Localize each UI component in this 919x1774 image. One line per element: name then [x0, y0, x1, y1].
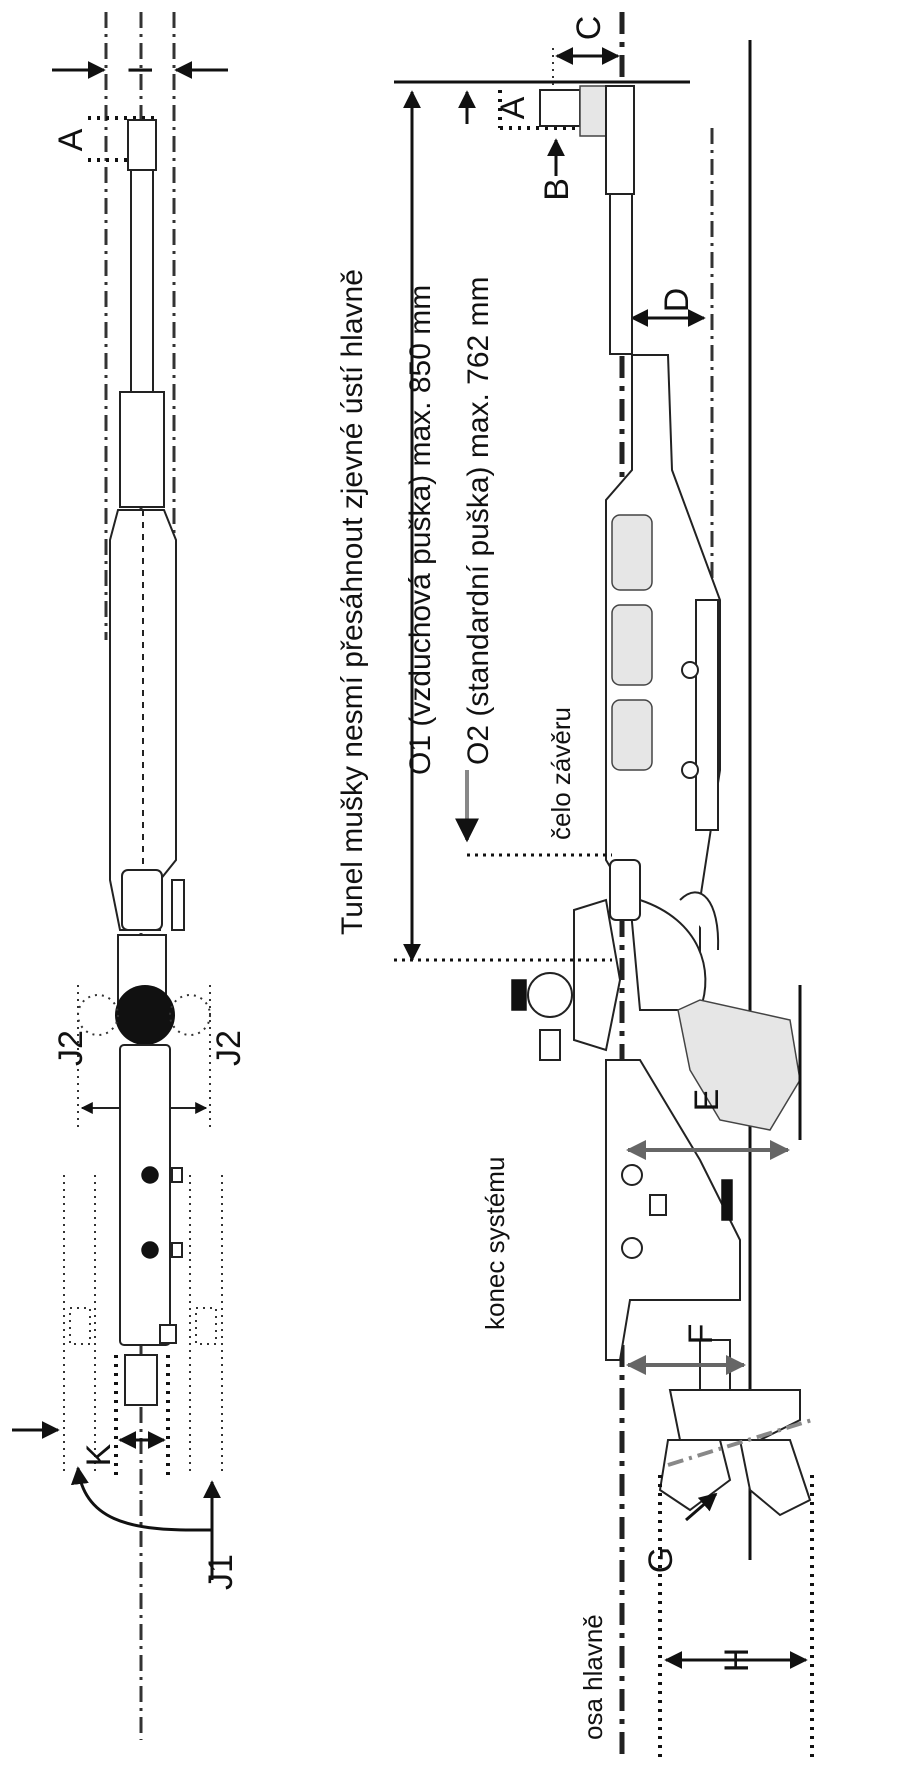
butt-stock: [119, 1044, 171, 1346]
adjust-knob: [141, 1241, 159, 1259]
j1-curved-arrow: [70, 1466, 193, 1532]
butt-plate: [124, 1354, 158, 1406]
rear-sight-base: [573, 898, 622, 1052]
butt-plug: [159, 1324, 177, 1344]
rear-sight-drum: [527, 972, 573, 1018]
label-j2-right: J2: [210, 1030, 248, 1066]
j1-marker-right: [195, 1307, 217, 1345]
label-k: K: [80, 1443, 118, 1466]
o2-label: O2 (standardní puška) max. 762 mm: [462, 276, 495, 765]
adjust-knob: [141, 1166, 159, 1184]
front-sight: [539, 89, 581, 127]
rear-sight-knob-bottom: [539, 1029, 561, 1061]
eyepiece-outline-right: [169, 994, 211, 1036]
label-f: F: [682, 1324, 720, 1345]
barrel-muzzle: [605, 85, 635, 195]
barrel-shroud: [119, 391, 165, 508]
top-view: A I J2 J2 K J1: [12, 12, 248, 1740]
label-j1: J1: [202, 1554, 240, 1590]
rear-sight-diopter: [115, 985, 175, 1045]
g-arrow: [685, 1492, 718, 1522]
label-e: E: [688, 1089, 726, 1112]
rail-screw: [681, 761, 699, 779]
label-c: C: [570, 16, 608, 41]
g-line: [667, 1418, 813, 1467]
trigger-guard-front: [679, 891, 720, 951]
barrel: [130, 169, 154, 396]
forend-cutout: [611, 699, 653, 771]
loading-port: [609, 859, 641, 921]
label-celo-zaveru: čelo závěru: [546, 707, 576, 840]
label-h: H: [718, 1648, 756, 1673]
pistol-grip: [677, 999, 801, 1131]
o1-label: O1 (vzduchová puška) max. 850 mm: [404, 285, 437, 775]
butt-stock: [605, 1059, 741, 1361]
forend-cutout: [611, 604, 653, 686]
front-sight-base: [579, 85, 607, 137]
label-a-top: A: [52, 128, 90, 151]
side-view: C A B D E F G H Tunel mušky nesmí přesáh…: [336, 12, 814, 1760]
tunnel-note: Tunel mušky nesmí přesáhnout zjevné ústí…: [336, 269, 369, 935]
butt-hook-lower: [738, 1439, 812, 1517]
knob-cap: [171, 1167, 183, 1183]
label-b: B: [538, 178, 576, 201]
label-g: G: [642, 1547, 680, 1573]
stock-screw: [621, 1164, 643, 1186]
side-lever: [171, 879, 185, 931]
front-sight-tunnel: [127, 119, 157, 171]
label-i: I: [122, 65, 160, 74]
stock-clip: [649, 1194, 667, 1216]
j1-marker-left: [69, 1307, 91, 1345]
rear-sight-knob: [511, 979, 527, 1011]
accessory-rail: [695, 599, 719, 831]
forend-cutout: [611, 514, 653, 591]
stock-screw: [621, 1237, 643, 1259]
label-osa-hlavne: osa hlavně: [578, 1614, 608, 1740]
knob-cap: [171, 1242, 183, 1258]
barrel: [609, 193, 633, 355]
label-konec-systemu: konec systému: [480, 1157, 510, 1330]
trigger-guard: [639, 899, 707, 1011]
label-j2-left: J2: [52, 1030, 90, 1066]
cheek-piece-pin: [721, 1179, 733, 1221]
rail-screw: [681, 661, 699, 679]
loading-port: [121, 869, 163, 931]
eyepiece-outline-left: [77, 994, 119, 1036]
label-d: D: [658, 288, 696, 313]
label-a-side: A: [494, 96, 532, 119]
butt-plate: [668, 1389, 801, 1441]
